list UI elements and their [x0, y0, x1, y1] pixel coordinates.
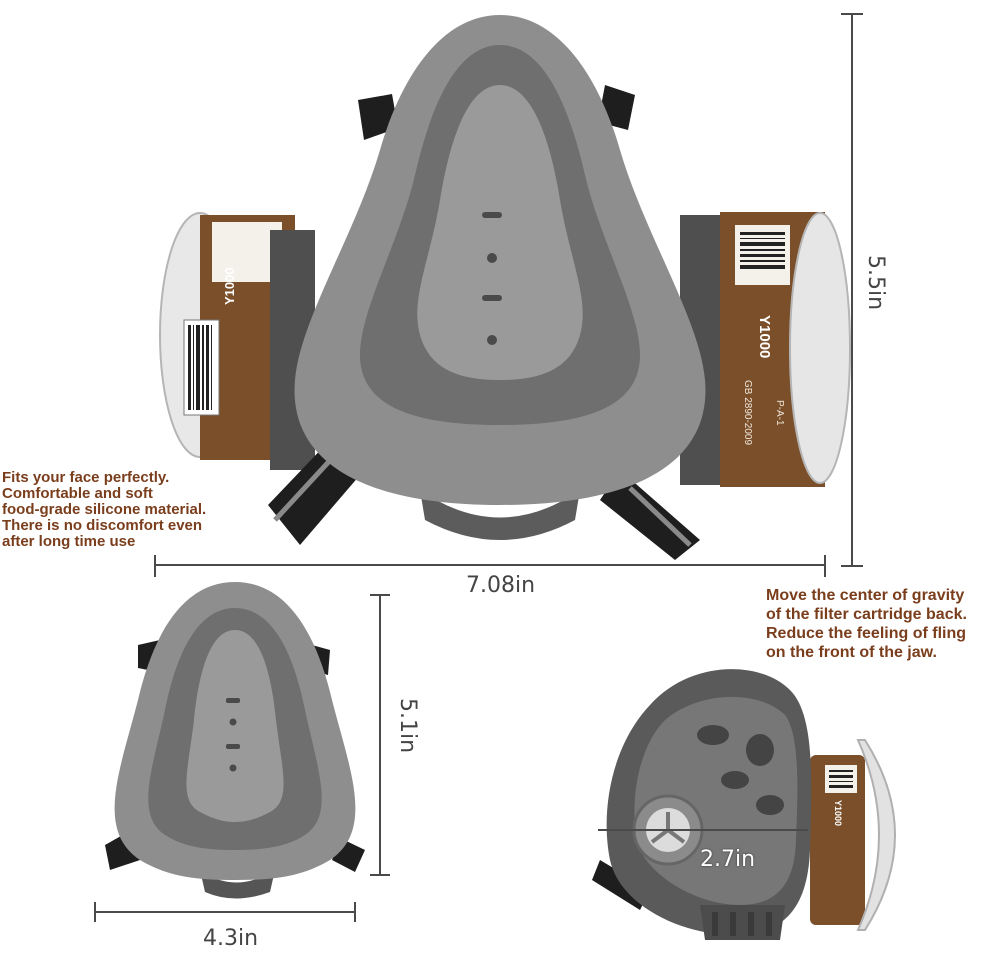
main-mask-nose-bridge — [417, 85, 583, 380]
gravity-note: Move the center of gravity of the filter… — [766, 587, 967, 661]
right-cartridge-model: Y1000 — [756, 315, 773, 358]
small-width-label: 4.3in — [203, 926, 259, 951]
right-filter-cartridge: Y1000 GB 2890-2009 P-A-1 — [680, 212, 851, 487]
main-dimension-lines — [154, 13, 863, 577]
side-cartridge — [810, 755, 865, 925]
main-mask-vents — [482, 212, 502, 345]
right-cartridge-code: P-A-1 — [774, 400, 785, 426]
left-barcode — [188, 325, 212, 410]
main-width-label: 7.08in — [466, 573, 536, 598]
small-exhale-valve — [200, 870, 275, 899]
right-barcode — [740, 232, 785, 269]
side-cartridge-model: Y1000 — [833, 800, 843, 826]
main-mask: Y1000 Y1000 GB 2890-2009 P-A-1 — [159, 15, 851, 560]
small-dimension-lines — [94, 594, 390, 922]
small-mask — [105, 582, 365, 899]
comfort-note: Fits your face perfectly. Comfortable an… — [2, 469, 207, 550]
left-cartridge-model: Y1000 — [222, 267, 237, 305]
side-mask: Y1000 — [592, 669, 896, 940]
main-exhale-valve — [420, 490, 580, 540]
small-height-label: 5.1in — [395, 698, 420, 754]
main-height-label: 5.5in — [863, 255, 888, 311]
side-depth-label: 2.7in — [700, 847, 756, 872]
right-cartridge-standard: GB 2890-2009 — [742, 380, 753, 445]
left-filter-cartridge: Y1000 — [159, 212, 315, 470]
